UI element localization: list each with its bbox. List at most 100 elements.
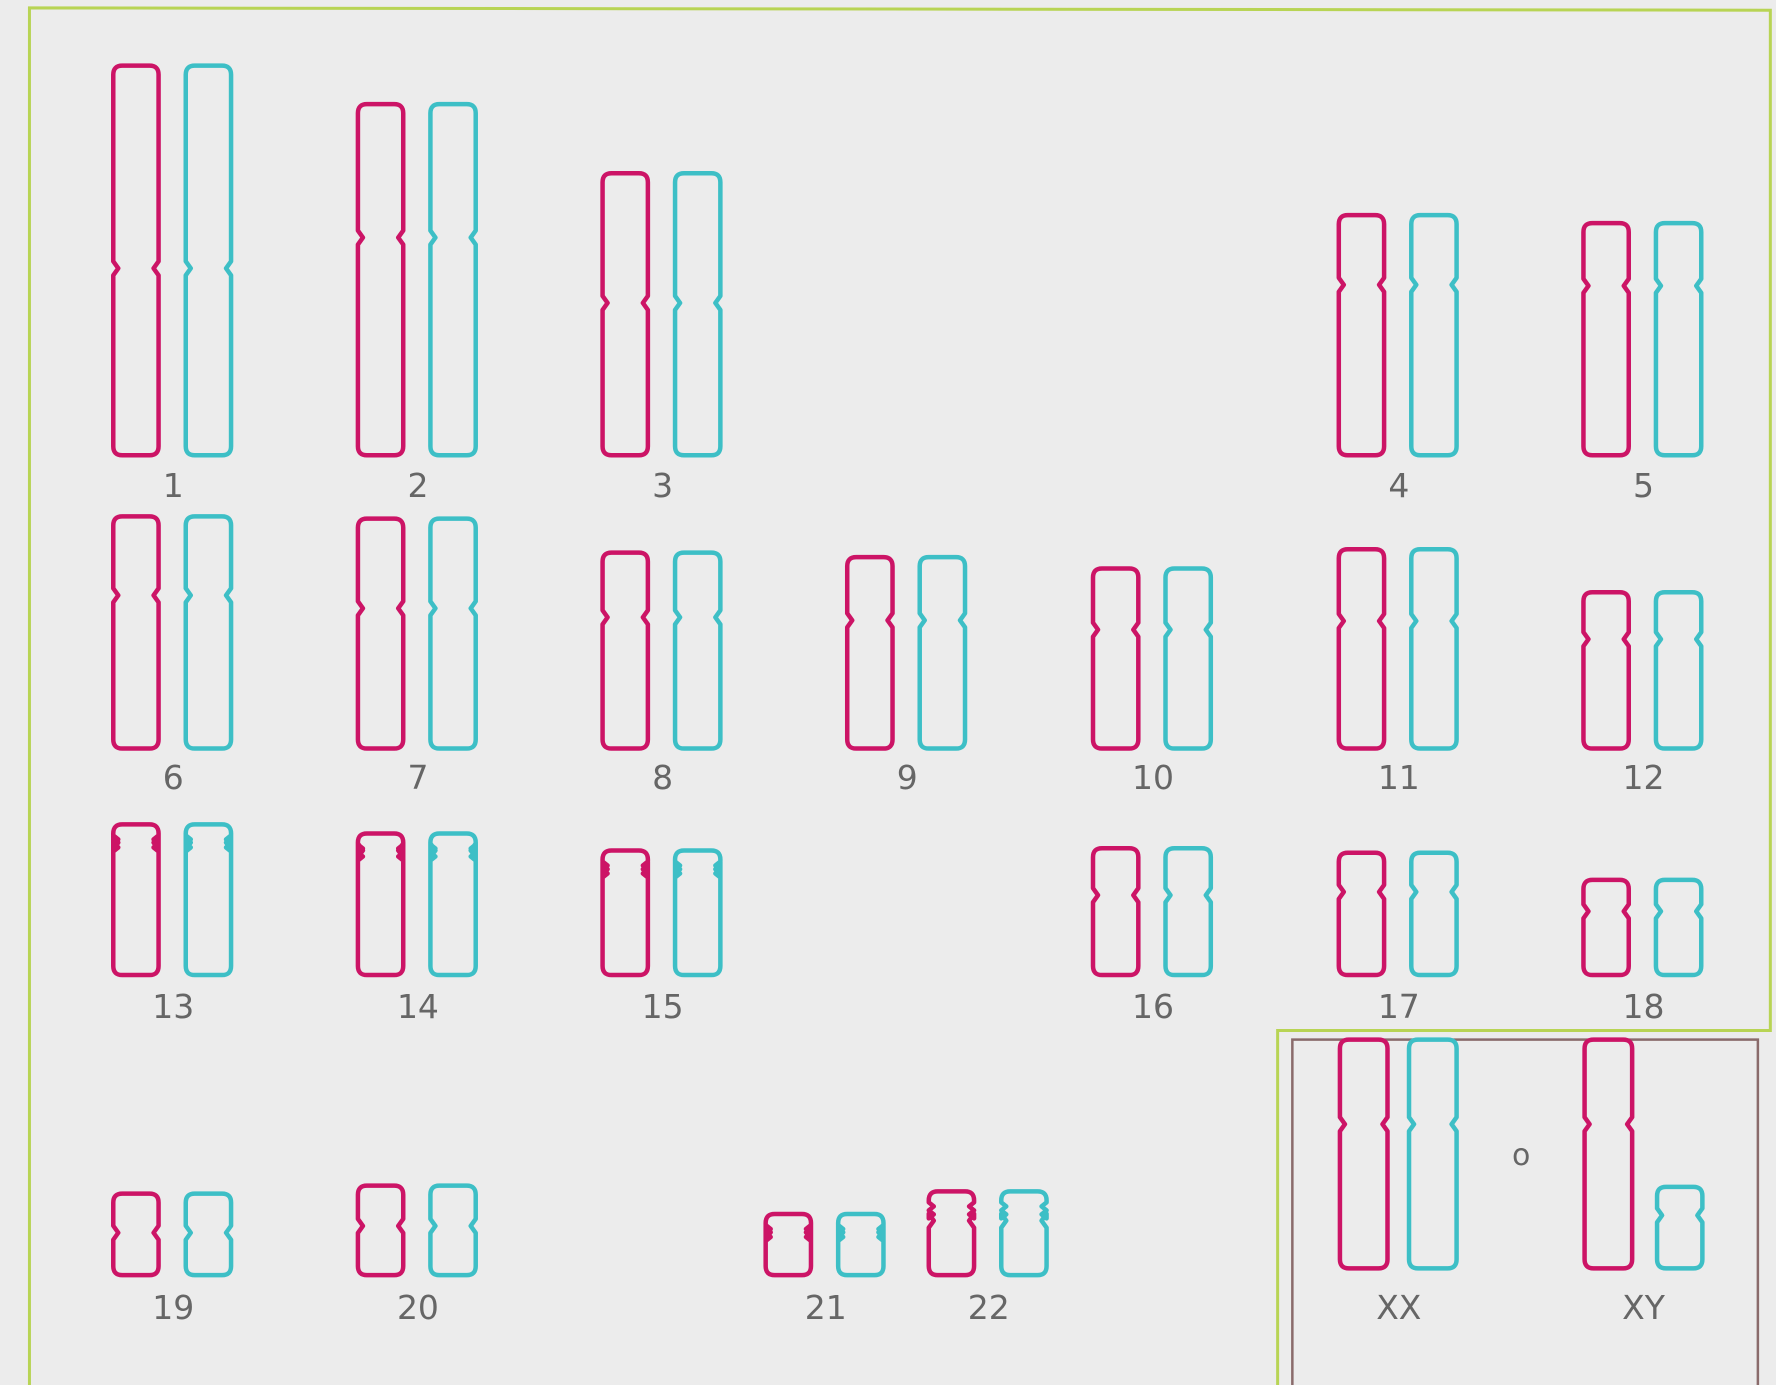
chromosome-pair-18: 18 — [1583, 880, 1701, 1026]
chromosome-9-paternal — [920, 557, 965, 748]
chromosome-pair-3: 3 — [603, 173, 721, 505]
chromosome-y — [1657, 1187, 1702, 1269]
chromosome-label: 1 — [163, 466, 184, 505]
chromosome-pair-17: 17 — [1339, 853, 1457, 1026]
chromosome-18-paternal — [1656, 880, 1701, 975]
chromosome-pair-5: 5 — [1583, 223, 1701, 505]
separator-mark: o — [1512, 1138, 1530, 1173]
chromosome-label: 10 — [1132, 758, 1174, 797]
chromosome-14-maternal — [358, 833, 403, 975]
chromosome-5-maternal — [1583, 223, 1628, 455]
chromosome-20-maternal — [358, 1186, 403, 1275]
chromosome-pair-xy: XY — [1585, 1040, 1703, 1328]
sex-label-xy: XY — [1622, 1288, 1666, 1327]
chromosome-label: 4 — [1388, 466, 1409, 505]
chromosome-label: 14 — [397, 987, 439, 1026]
chromosome-label: 8 — [652, 758, 673, 797]
chromosome-pair-19: 19 — [113, 1194, 231, 1328]
chromosome-pair-12: 12 — [1583, 592, 1701, 797]
chromosome-pair-11: 11 — [1339, 549, 1457, 797]
chromosome-11-maternal — [1339, 549, 1384, 748]
chromosome-17-maternal — [1339, 853, 1384, 975]
chromosome-pair-16: 16 — [1093, 848, 1211, 1026]
chromosome-7-paternal — [430, 519, 475, 749]
chromosome-x-paternal — [1409, 1040, 1457, 1269]
chromosome-label: 15 — [642, 987, 684, 1026]
chromosome-label: 3 — [652, 466, 673, 505]
chromosome-label: 2 — [407, 466, 428, 505]
sex-label-xx: XX — [1376, 1288, 1421, 1327]
chromosome-pair-15: 15 — [603, 850, 721, 1025]
chromosome-x — [1585, 1040, 1633, 1269]
chromosome-15-maternal — [603, 850, 648, 975]
chromosome-x-maternal — [1340, 1040, 1388, 1269]
chromosome-12-paternal — [1656, 592, 1701, 748]
chromosome-8-maternal — [603, 553, 648, 749]
chromosome-15-paternal — [675, 850, 720, 975]
chromosome-pair-7: 7 — [358, 519, 476, 797]
chromosome-label: 16 — [1132, 987, 1174, 1026]
chromosome-12-maternal — [1583, 592, 1628, 748]
chromosome-21-maternal — [766, 1214, 811, 1275]
chromosome-22-paternal — [1001, 1191, 1046, 1275]
chromosome-pair-14: 14 — [358, 833, 476, 1025]
chromosome-11-paternal — [1411, 549, 1456, 748]
chromosome-pair-10: 10 — [1093, 568, 1211, 797]
chromosome-17-paternal — [1411, 853, 1456, 975]
chromosome-label: 13 — [152, 987, 194, 1026]
chromosome-20-paternal — [430, 1186, 475, 1275]
chromosome-pair-8: 8 — [603, 553, 721, 797]
chromosome-label: 17 — [1378, 987, 1420, 1026]
chromosome-16-maternal — [1093, 848, 1138, 975]
chromosome-18-maternal — [1583, 880, 1628, 975]
chromosome-2-maternal — [358, 104, 403, 455]
chromosome-22-maternal — [929, 1191, 974, 1275]
chromosome-4-maternal — [1339, 215, 1384, 455]
chromosome-pair-20: 20 — [358, 1186, 476, 1327]
chromosome-13-paternal — [186, 824, 231, 975]
chromosome-pair-21: 21 — [766, 1214, 884, 1327]
chromosome-19-maternal — [113, 1194, 158, 1276]
chromosome-2-paternal — [430, 104, 475, 455]
chromosome-label: 20 — [397, 1288, 439, 1327]
chromosome-8-paternal — [675, 553, 720, 749]
chromosome-1-paternal — [186, 66, 231, 456]
chromosome-10-paternal — [1166, 568, 1211, 748]
chromosome-3-maternal — [603, 173, 648, 455]
sex-chromosome-box — [1292, 1040, 1758, 1385]
chromosome-label: 5 — [1633, 466, 1654, 505]
chromosome-pair-13: 13 — [113, 824, 231, 1025]
chromosome-label: 12 — [1622, 758, 1664, 797]
chromosome-4-paternal — [1411, 215, 1456, 455]
chromosome-7-maternal — [358, 519, 403, 749]
chromosome-label: 22 — [968, 1288, 1010, 1327]
chromosome-10-maternal — [1093, 568, 1138, 748]
chromosome-pair-9: 9 — [847, 557, 965, 797]
chromosome-pair-1: 1 — [113, 66, 231, 505]
chromosome-1-maternal — [113, 66, 158, 456]
chromosome-label: 9 — [897, 758, 918, 797]
chromosome-3-paternal — [675, 173, 720, 455]
chromosome-16-paternal — [1166, 848, 1211, 975]
chromosome-21-paternal — [838, 1214, 883, 1275]
chromosome-9-maternal — [847, 557, 892, 748]
chromosome-pair-2: 2 — [358, 104, 476, 505]
chromosome-pair-22: 22 — [929, 1191, 1047, 1327]
sex-chromosome-panel: XX oXY — [1292, 1040, 1758, 1385]
chromosome-label: 11 — [1378, 758, 1420, 797]
chromosome-6-maternal — [113, 516, 158, 748]
chromosome-5-paternal — [1656, 223, 1701, 455]
chromosome-14-paternal — [430, 833, 475, 975]
chromosome-label: 21 — [805, 1288, 847, 1327]
chromosome-13-maternal — [113, 824, 158, 975]
outer-frame — [29, 8, 1770, 1385]
chromosome-pair-6: 6 — [113, 516, 231, 797]
chromosome-6-paternal — [186, 516, 231, 748]
chromosome-pair-4: 4 — [1339, 215, 1457, 505]
chromosome-label: 18 — [1622, 987, 1664, 1026]
chromosome-19-paternal — [186, 1194, 231, 1276]
chromosome-pair-xx: XX — [1340, 1040, 1457, 1328]
chromosome-label: 19 — [152, 1288, 194, 1327]
chromosome-label: 6 — [163, 758, 184, 797]
